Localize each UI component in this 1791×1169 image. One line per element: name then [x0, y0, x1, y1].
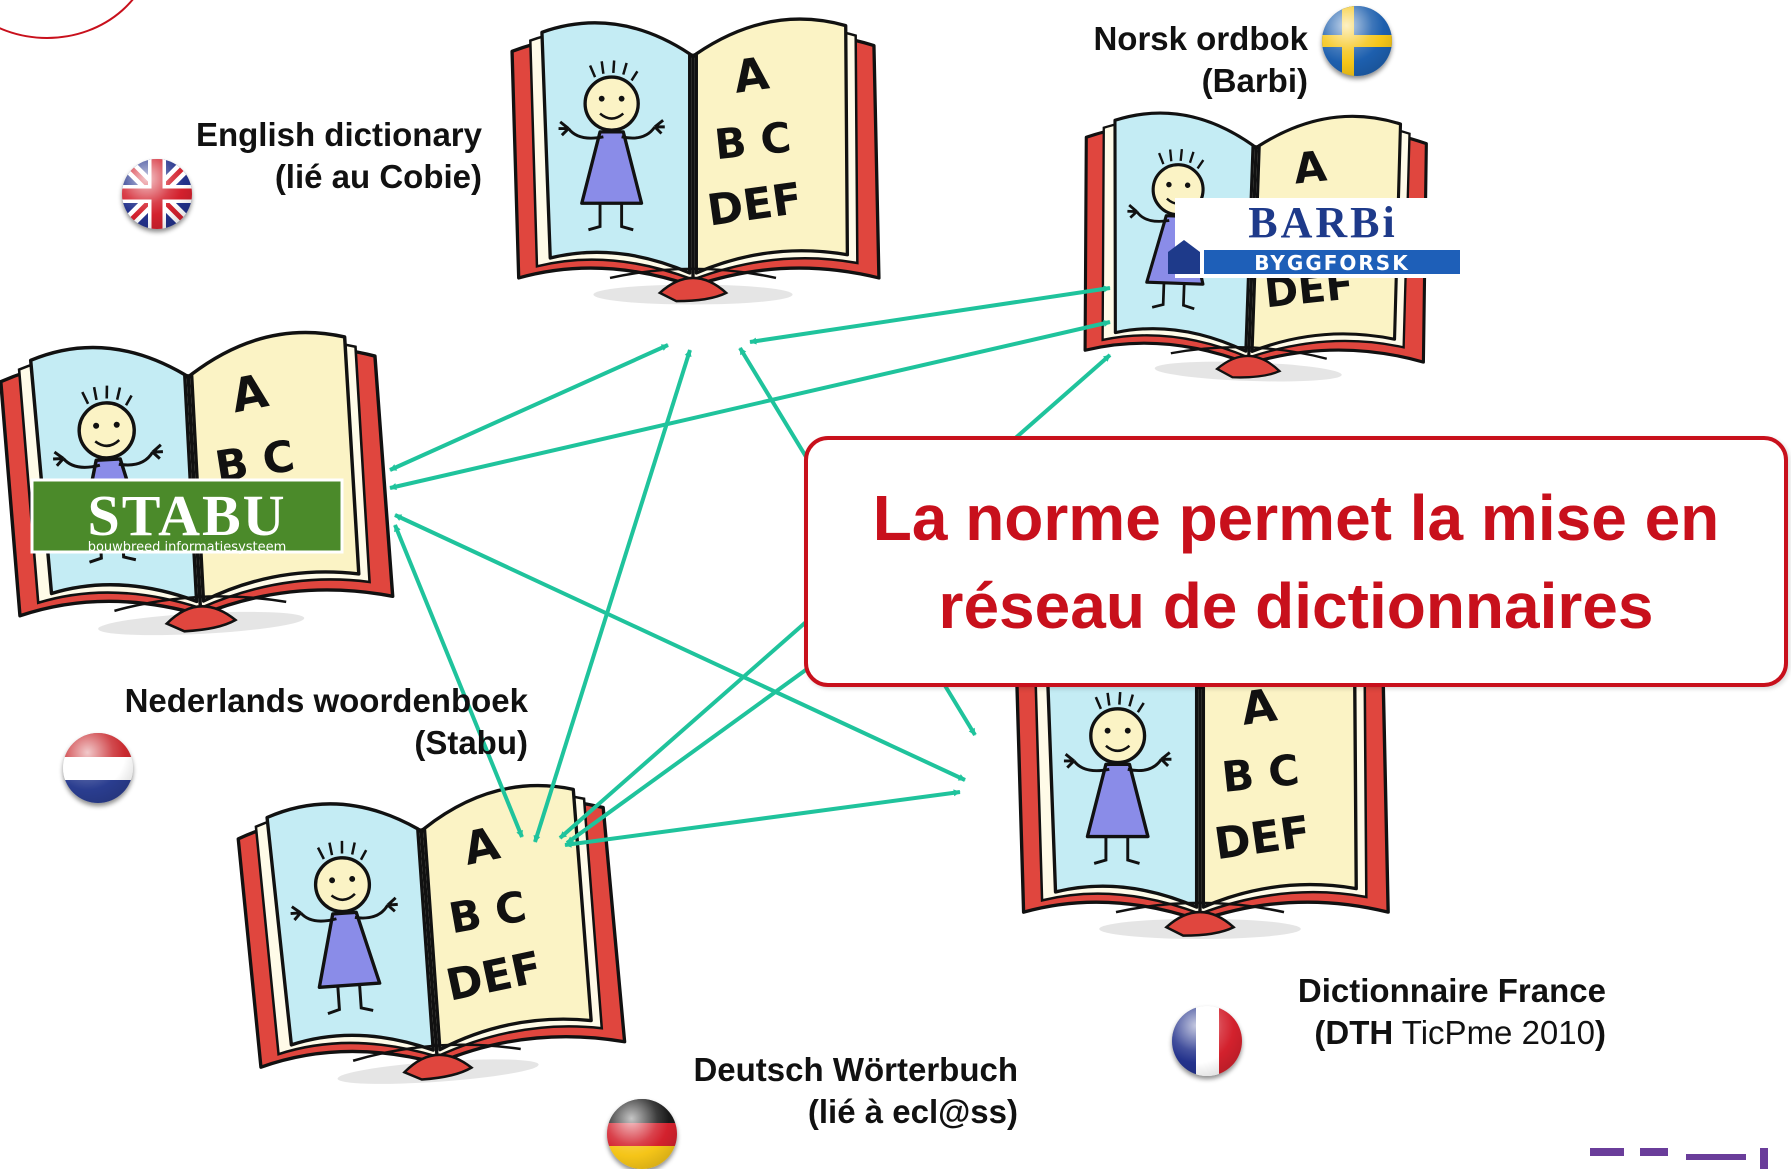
label-norsk-ordbok: Norsk ordbok (Barbi) — [1018, 18, 1308, 102]
callout-box: La norme permet la mise en réseau de dic… — [804, 436, 1788, 687]
netherlands-flag-icon — [63, 733, 133, 803]
sweden-flag-icon — [1322, 6, 1392, 76]
barbi-logo: BARBi BYGGFORSK — [1168, 198, 1471, 278]
svg-text:BYGGFORSK: BYGGFORSK — [1254, 251, 1409, 275]
english-line2: (lié au Cobie) — [274, 158, 482, 195]
norsk-line1: Norsk ordbok — [1093, 20, 1308, 57]
deutsch-line2: (lié à ecl@ss) — [807, 1093, 1018, 1130]
callout-line2: réseau de dictionnaires — [938, 569, 1654, 642]
arrow-deutsch-france — [564, 789, 961, 848]
english-line1: English dictionary — [195, 116, 482, 153]
france-flag-icon — [1172, 1006, 1242, 1076]
france-line2: (DTH TicPme 2010) — [1314, 1014, 1606, 1051]
label-dictionnaire-france: Dictionnaire France (DTH TicPme 2010) — [1230, 970, 1606, 1054]
svg-text:BARBi: BARBi — [1248, 198, 1397, 247]
stabu-logo: STABU bouwbreed informatiesysteem — [30, 478, 344, 555]
label-english-dictionary: English dictionary (lié au Cobie) — [120, 114, 482, 198]
svg-text:bouwbreed informatiesysteem: bouwbreed informatiesysteem — [88, 540, 287, 555]
arrow-english-nederlands — [389, 343, 669, 472]
corner-brand-logo — [1590, 1148, 1791, 1169]
nederlands-line2: (Stabu) — [414, 724, 528, 761]
svg-text:STABU: STABU — [87, 483, 286, 548]
nederlands-line1: Nederlands woordenboek — [124, 682, 528, 719]
book-deutsch — [234, 778, 629, 1097]
arrow-nederlands-deutsch — [393, 524, 524, 838]
label-nederlands-woordenboek: Nederlands woordenboek (Stabu) — [62, 680, 528, 764]
label-deutsch-worterbuch: Deutsch Wörterbuch (lié à ecl@ss) — [646, 1049, 1018, 1133]
callout-line1: La norme permet la mise en — [872, 481, 1720, 554]
book-france — [1015, 648, 1390, 941]
book-english — [510, 17, 881, 307]
france-line1: Dictionnaire France — [1297, 972, 1606, 1009]
uk-flag-icon — [122, 159, 192, 229]
germany-flag-icon — [607, 1099, 677, 1169]
norsk-line2: (Barbi) — [1201, 62, 1308, 99]
deutsch-line1: Deutsch Wörterbuch — [693, 1051, 1018, 1088]
